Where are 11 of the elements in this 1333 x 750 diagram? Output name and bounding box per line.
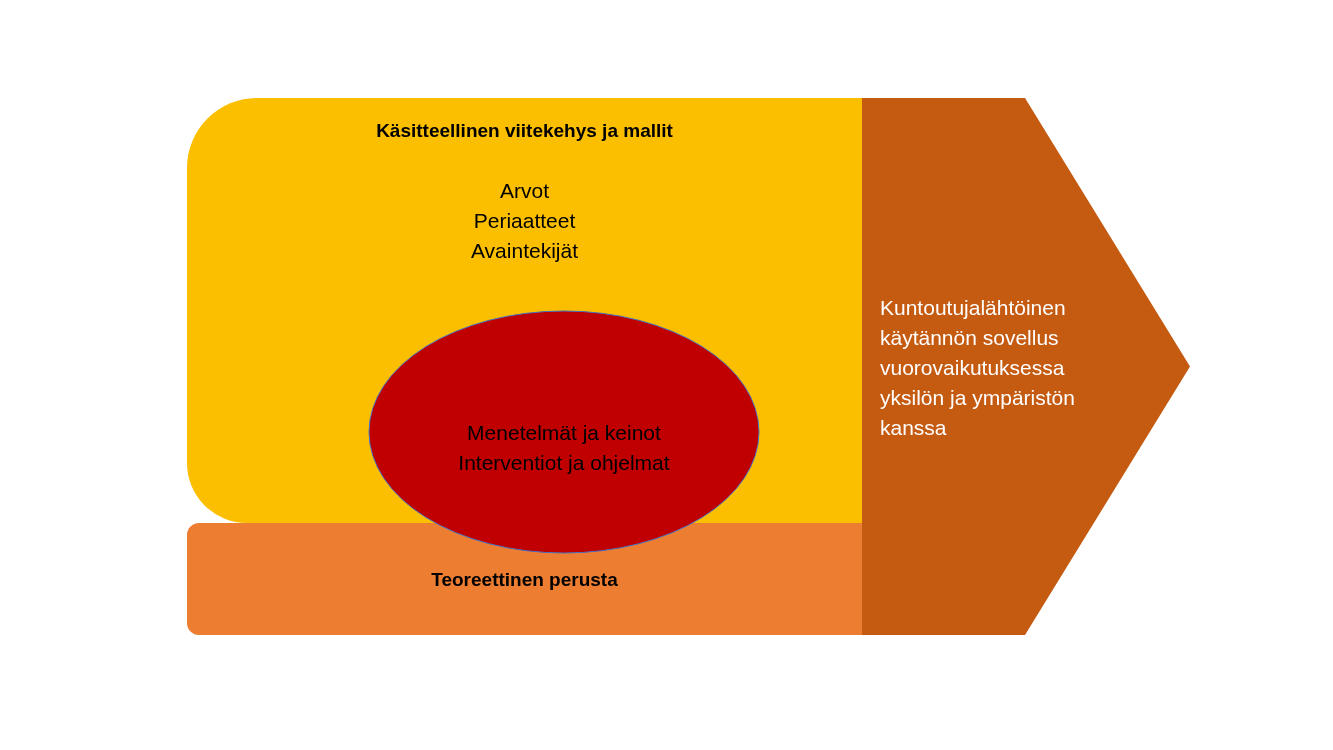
foundation-panel bbox=[187, 523, 862, 635]
body-text: Avaintekijät bbox=[471, 238, 578, 264]
heading-text: Käsitteellinen viitekehys ja mallit bbox=[376, 119, 673, 143]
body-text: Kuntoutujalähtöinen käytännön sovellus vuorovaikutuksessa yksilön ja ympäristön kanssa bbox=[880, 295, 1076, 441]
body-text: Arvot bbox=[500, 178, 549, 204]
heading-text: Teoreettinen perusta bbox=[431, 568, 618, 592]
body-text: Interventiot ja ohjelmat bbox=[458, 450, 670, 476]
methods-ellipse bbox=[368, 310, 760, 554]
application-arrow-shape bbox=[862, 98, 1190, 635]
body-text: Menetelmät ja keinot bbox=[467, 420, 661, 446]
body-text: Periaatteet bbox=[473, 208, 576, 234]
